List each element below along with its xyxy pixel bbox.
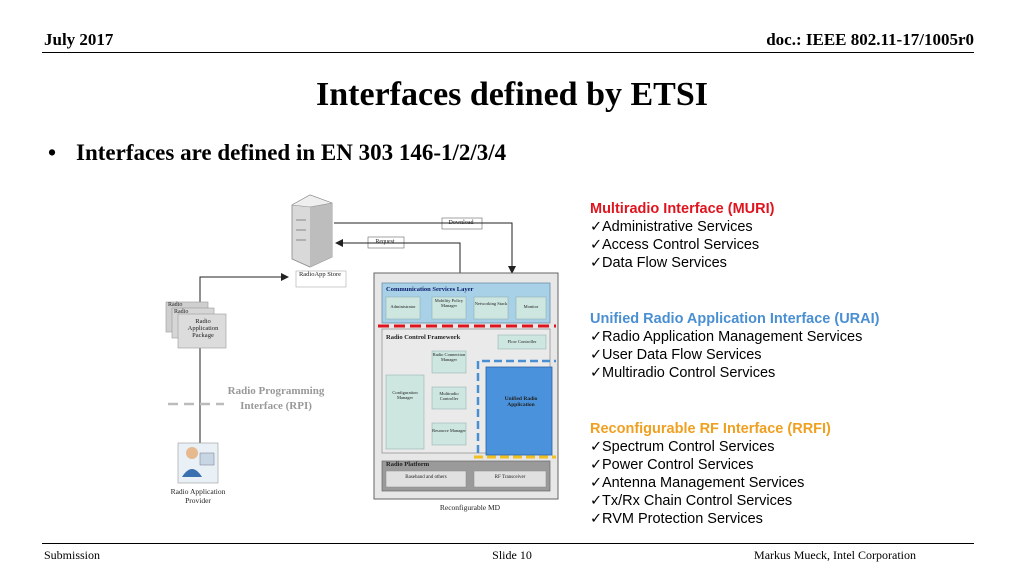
comm-layer-label: Communication Services Layer bbox=[386, 286, 474, 293]
slide-title: Interfaces defined by ETSI bbox=[316, 76, 708, 113]
footer-submission: Submission bbox=[44, 548, 101, 562]
request-label: Request bbox=[375, 239, 395, 245]
urai-title: Unified Radio Application Interface (URA… bbox=[590, 311, 880, 327]
resource-manager-label: Resource Manager bbox=[432, 428, 466, 433]
header-date: July 2017 bbox=[44, 30, 114, 49]
header-doc-id: doc.: IEEE 802.11-17/1005r0 bbox=[766, 30, 974, 49]
muri-title: Multiradio Interface (MURI) bbox=[590, 201, 775, 217]
request-arrow bbox=[335, 239, 461, 273]
download-label: Download bbox=[448, 220, 474, 226]
rf-transceiver-label: RF Transceiver bbox=[494, 475, 526, 480]
footer-author: Markus Mueck, Intel Corporation bbox=[754, 548, 916, 562]
muri-section: Multiradio Interface (MURI) ✓Administrat… bbox=[590, 200, 774, 272]
networking-label: Networking Stack bbox=[474, 301, 508, 306]
package-back-label-1: Radio bbox=[168, 302, 183, 308]
rcf-label: Radio Control Framework bbox=[386, 334, 461, 341]
check-icon: ✓ bbox=[590, 457, 603, 473]
check-icon: ✓ bbox=[590, 329, 603, 345]
rrfi-item-1: ✓Spectrum Control Services bbox=[590, 439, 775, 455]
mobility-label: Mobility Policy Manager bbox=[434, 298, 464, 308]
bullet-item: • Interfaces are defined in EN 303 146-1/… bbox=[48, 140, 506, 166]
urai-item-2: ✓User Data Flow Services bbox=[590, 347, 762, 363]
download-arrow bbox=[334, 222, 516, 274]
person-computer-icon bbox=[177, 442, 219, 484]
config-manager-label: Configuration Manager bbox=[392, 390, 418, 400]
reconfigurable-md-label: Reconfigurable MD bbox=[439, 503, 501, 512]
upload-arrow bbox=[199, 273, 289, 451]
check-icon: ✓ bbox=[590, 219, 603, 235]
radio-platform-label: Radio Platform bbox=[386, 461, 430, 468]
radioapp-store-label: RadioApp Store bbox=[298, 271, 342, 278]
ura-label: Unified Radio Application bbox=[504, 396, 538, 408]
check-icon: ✓ bbox=[590, 365, 603, 381]
muri-item-3: ✓Data Flow Services bbox=[590, 255, 727, 271]
architecture-diagram bbox=[165, 194, 559, 500]
rrfi-title: Reconfigurable RF Interface (RRFI) bbox=[590, 421, 831, 437]
urai-section: Unified Radio Application Interface (URA… bbox=[590, 310, 879, 382]
administrator-label: Administrator bbox=[390, 304, 416, 309]
store-label-box bbox=[295, 270, 347, 288]
rrfi-section: Reconfigurable RF Interface (RRFI) ✓Spec… bbox=[590, 420, 831, 528]
flow-controller-label: Flow Controller bbox=[507, 339, 537, 344]
baseband-label: Baseband and others bbox=[405, 475, 447, 480]
urai-item-3: ✓Multiradio Control Services bbox=[590, 365, 776, 381]
check-icon: ✓ bbox=[590, 237, 603, 253]
check-icon: ✓ bbox=[590, 511, 603, 527]
package-stack-icon bbox=[165, 301, 227, 349]
check-icon: ✓ bbox=[590, 347, 603, 363]
rpi-label: Radio Programming Interface (RPI) bbox=[227, 385, 325, 412]
provider-label: Radio Application Provider bbox=[170, 487, 226, 505]
muri-item-1: ✓Administrative Services bbox=[590, 219, 753, 235]
rrfi-item-2: ✓Power Control Services bbox=[590, 457, 754, 473]
bullet-text: Interfaces are defined in EN 303 146-1/2… bbox=[76, 140, 507, 165]
radio-connection-label: Radio Connection Manager bbox=[432, 352, 466, 362]
bullet-dot-icon: • bbox=[48, 140, 57, 165]
urai-dashed-line bbox=[476, 359, 556, 453]
check-icon: ✓ bbox=[590, 439, 603, 455]
rrfi-item-3: ✓Antenna Management Services bbox=[590, 475, 805, 491]
server-icon bbox=[291, 194, 333, 268]
footer-rule bbox=[42, 543, 974, 544]
check-icon: ✓ bbox=[590, 255, 603, 271]
header-rule bbox=[42, 52, 974, 53]
check-icon: ✓ bbox=[590, 475, 603, 491]
monitor-label: Monitor bbox=[523, 304, 539, 309]
multiradio-controller-label: Multiradio Controller bbox=[439, 391, 459, 401]
footer-slide-number: Slide 10 bbox=[492, 548, 532, 562]
rrfi-item-4: ✓Tx/Rx Chain Control Services bbox=[590, 493, 793, 509]
unified-radio-application-box bbox=[485, 366, 553, 456]
package-front-label: Radio Application Package bbox=[187, 318, 219, 339]
urai-item-1: ✓Radio Application Management Services bbox=[590, 329, 863, 345]
rrfi-item-5: ✓RVM Protection Services bbox=[590, 511, 763, 527]
check-icon: ✓ bbox=[590, 493, 603, 509]
muri-item-2: ✓Access Control Services bbox=[590, 237, 760, 253]
package-back-label-2: Radio bbox=[174, 309, 189, 315]
